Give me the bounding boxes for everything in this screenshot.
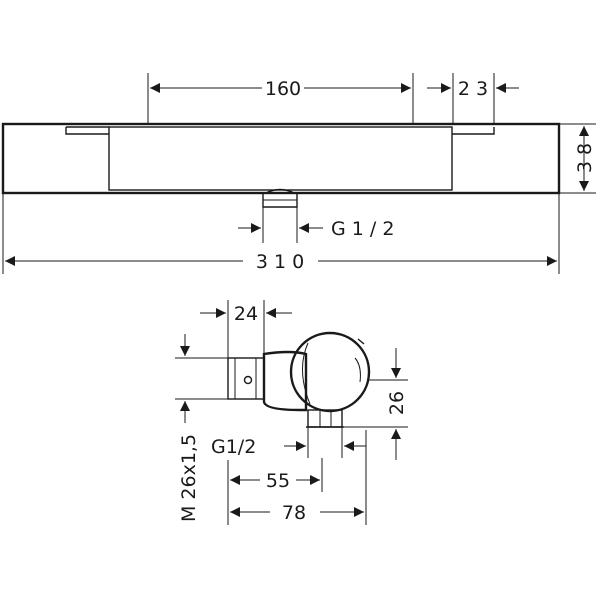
valve-body [262,350,308,412]
dim-26-label: 26 [386,391,408,415]
dim-160-label: 160 [265,78,301,100]
knob-highlight [301,342,311,405]
dim-g12-label: G 1 / 2 [331,218,394,240]
dim-24-label: 24 [234,303,258,325]
bottom-inlet [307,409,343,428]
dim-side-g12-label: G1/2 [211,436,256,458]
inlet-connector-top [265,188,295,194]
right-cap-recess [452,127,495,135]
left-cap-recess [65,126,109,135]
top-view: 160 2 3 3 8 G 1 / 2 3 1 0 [1,73,596,274]
knob-pin [357,338,365,345]
side-view: 24 M 26x1,5 26 G1/2 55 78 [175,300,408,525]
dim-23-label: 2 3 [458,78,488,100]
dim-38-label: 3 8 [574,143,596,173]
center-panel [108,126,453,191]
knob-inner-curve [354,357,361,383]
thermostat-knob [289,331,371,413]
connection-nut [227,357,265,400]
thermostat-body [1,122,561,195]
dim-78-label: 78 [282,502,306,524]
dim-310-label: 3 1 0 [256,251,304,273]
dim-55-label: 55 [266,470,290,492]
nut-pin [243,375,253,385]
dim-m26-label: M 26x1,5 [178,434,200,522]
